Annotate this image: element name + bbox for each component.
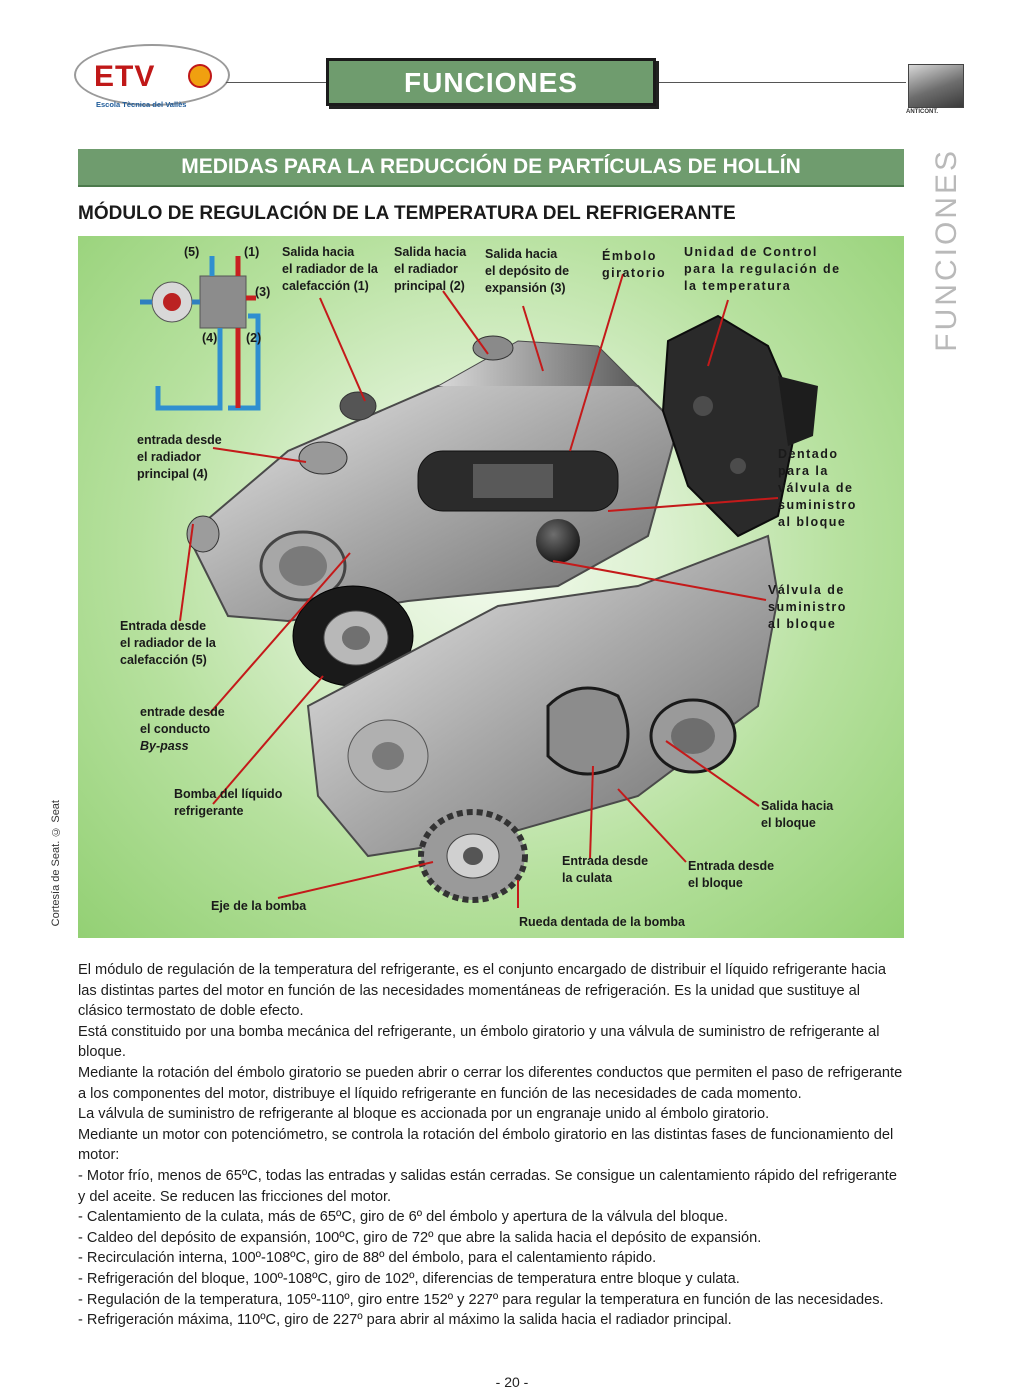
coolant-module-figure: (5) (1) (3) (4) (2) Salida hacia el radi… bbox=[78, 236, 904, 938]
pulley bbox=[292, 585, 414, 687]
body-list-item: - Refrigeración del bloque, 100º-108ºC, … bbox=[78, 1270, 740, 1287]
schematic-number-2: (2) bbox=[246, 331, 262, 345]
schematic-number-4: (4) bbox=[202, 331, 218, 345]
label-salida-deposito: Salida hacia el depósito de expansión (3… bbox=[485, 247, 570, 295]
upper-housing bbox=[186, 335, 680, 623]
schematic-number-5: (5) bbox=[184, 245, 200, 259]
logo-text: ETV bbox=[94, 60, 156, 93]
subheading: MÓDULO DE REGULACIÓN DE LA TEMPERATURA D… bbox=[78, 203, 736, 224]
label-unidad-control: Unidad de Control para la regulación de … bbox=[684, 245, 841, 293]
credit-text: Cortesía de Seat. © Seat bbox=[50, 800, 62, 927]
bypass-italic-text: By-pass bbox=[140, 739, 189, 753]
body-paragraph: El módulo de regulación de la temperatur… bbox=[78, 962, 887, 1020]
label-entrada-calefaccion: Entrada desde el radiador de la calefacc… bbox=[120, 619, 216, 667]
image-credit: Cortesía de Seat. © Seat bbox=[50, 800, 80, 940]
body-text: El módulo de regulación de la temperatur… bbox=[78, 960, 904, 1331]
label-bomba: Bomba del líquido refrigerante bbox=[174, 787, 283, 818]
label-salida-bloque: Salida hacia el bloque bbox=[761, 799, 834, 830]
logo-subtitle: Escola Tècnica del Vallès bbox=[96, 100, 187, 109]
thumbnail-caption: ANTICONT. bbox=[906, 109, 938, 115]
body-paragraph: Está constituido por una bomba mecánica … bbox=[78, 1023, 880, 1061]
page-number: - 20 - bbox=[495, 1374, 529, 1390]
logo-oval-shape bbox=[74, 44, 230, 106]
label-entrada-radiador: entrada desde el radiador principal (4) bbox=[137, 433, 222, 481]
label-entrada-bloque: Entrada desde el bloque bbox=[688, 859, 775, 890]
header-title-box: FUNCIONES bbox=[326, 58, 656, 106]
label-salida-calefaccion: Salida hacia el radiador de la calefacci… bbox=[282, 245, 378, 293]
label-rueda-dentada: Rueda dentada de la bomba bbox=[519, 915, 686, 929]
logo-sun-icon bbox=[188, 64, 212, 88]
label-valvula-suministro: Válvula de suministro al bloque bbox=[768, 583, 847, 631]
body-paragraph: Mediante un motor con potenciómetro, se … bbox=[78, 1126, 894, 1164]
section-title: MEDIDAS PARA LA REDUCCIÓN DE PARTÍCULAS … bbox=[181, 155, 801, 178]
schematic-number-1: (1) bbox=[244, 245, 260, 259]
body-paragraph: Mediante la rotación del émbolo giratori… bbox=[78, 1064, 903, 1102]
module-illustration bbox=[140, 256, 818, 908]
schematic-number-3: (3) bbox=[255, 285, 271, 299]
section-banner: MEDIDAS PARA LA REDUCCIÓN DE PARTÍCULAS … bbox=[78, 149, 904, 187]
pump-housing bbox=[306, 534, 780, 903]
body-list-item: - Motor frío, menos de 65ºC, todas las e… bbox=[78, 1167, 897, 1205]
header-thumbnail-image bbox=[908, 64, 964, 108]
label-entrada-bypass: entrade desde el conducto By-pass bbox=[140, 705, 225, 753]
label-eje-bomba: Eje de la bomba bbox=[211, 899, 307, 913]
body-list-item: - Regulación de la temperatura, 105º-110… bbox=[78, 1291, 884, 1308]
body-list-item: - Refrigeración máxima, 110ºC, giro de 2… bbox=[78, 1312, 732, 1329]
page-title: FUNCIONES bbox=[404, 67, 578, 98]
side-label-text: FUNCIONES bbox=[930, 148, 963, 352]
label-dentado: Dentado para la válvula de suministro al… bbox=[778, 447, 857, 529]
label-embolo-giratorio: Émbolo giratorio bbox=[602, 249, 667, 280]
control-unit bbox=[661, 314, 818, 538]
body-list-item: - Calentamiento de la culata, más de 65º… bbox=[78, 1209, 728, 1226]
label-salida-radiador: Salida hacia el radiador principal (2) bbox=[394, 245, 467, 293]
body-paragraph: La válvula de suministro de refrigerante… bbox=[78, 1106, 770, 1123]
label-entrada-culata: Entrada desde la culata bbox=[562, 854, 649, 885]
school-logo: ETV Escola Tècnica del Vallès bbox=[74, 44, 234, 114]
coolant-schematic bbox=[140, 256, 261, 411]
leader-lines bbox=[179, 273, 779, 908]
side-section-label: FUNCIONES bbox=[930, 148, 966, 352]
body-list-item: - Recirculación interna, 100º-108ºC, gir… bbox=[78, 1250, 657, 1267]
body-list-item: - Caldeo del depósito de expansión, 100º… bbox=[78, 1229, 762, 1246]
